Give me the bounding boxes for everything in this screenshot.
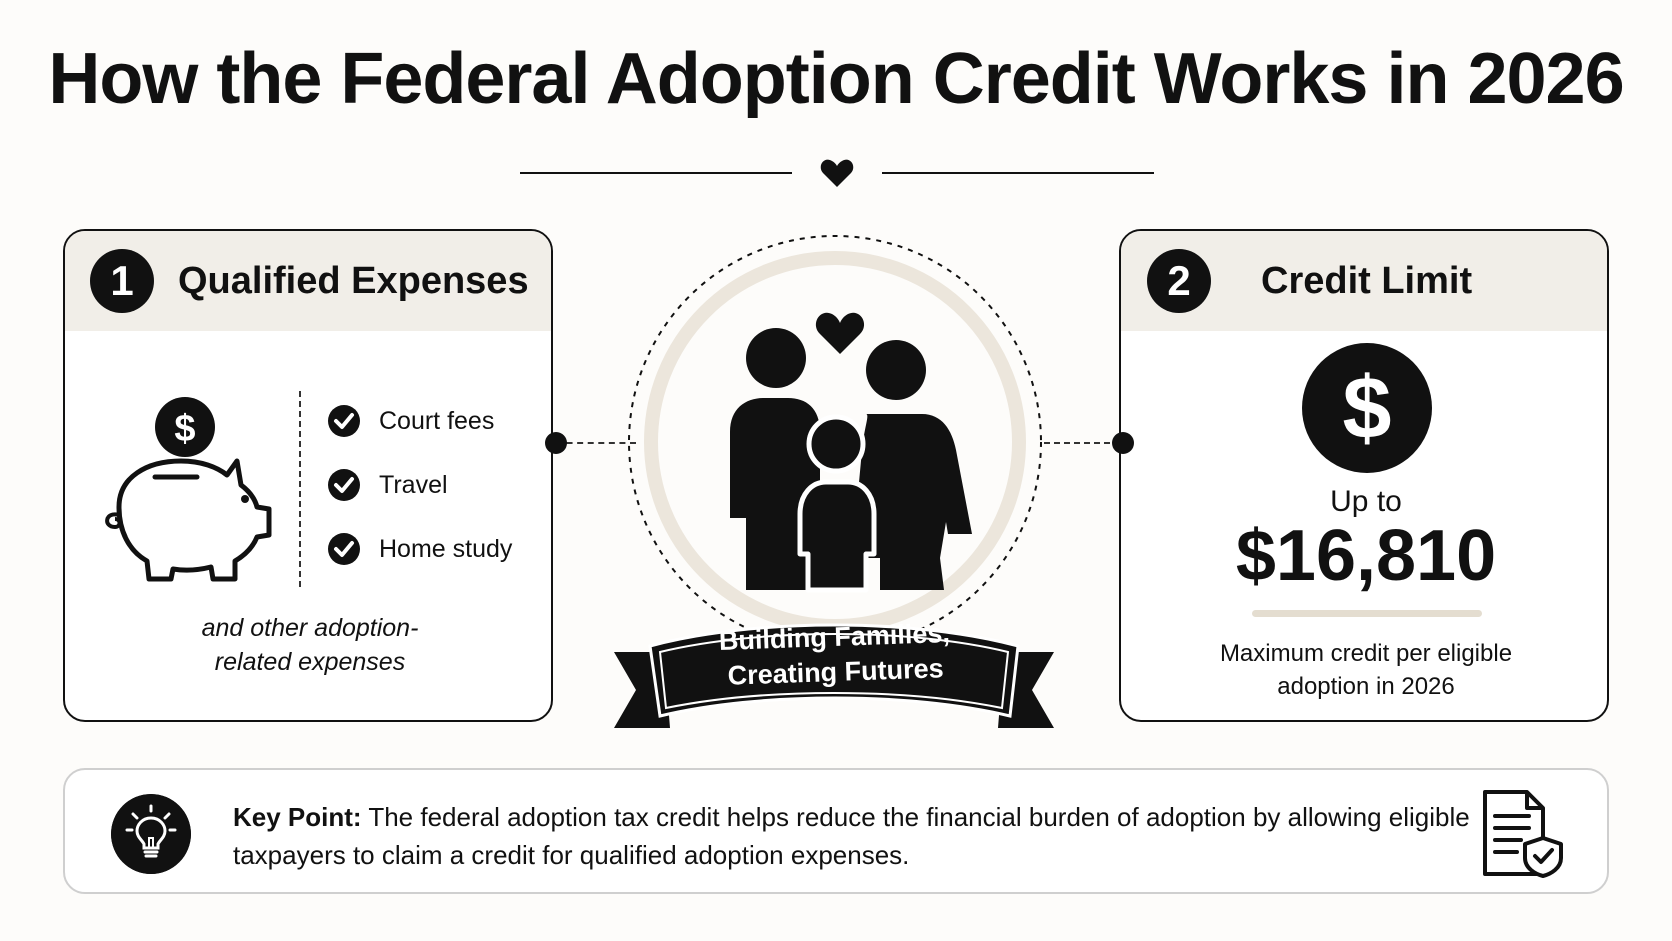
connector-dot-right <box>1112 432 1134 454</box>
note-line: adoption in 2026 <box>1277 673 1455 700</box>
step-number-badge: 2 <box>1147 249 1211 313</box>
note-line: related expenses <box>214 648 406 676</box>
credit-note: Maximum credit per eligible adoption in … <box>1121 637 1607 703</box>
note-line: and other adoption- <box>201 614 419 642</box>
list-item: Travel <box>327 453 512 517</box>
banner-text: Building Families, Creating Futures <box>699 615 971 694</box>
qualified-expenses-card: 1 Qualified Expenses $ Court fees Travel <box>63 229 553 722</box>
connector-dot-left <box>545 432 567 454</box>
banner-ribbon <box>614 623 1054 728</box>
check-icon <box>328 533 360 565</box>
dollar-icon: $ <box>1302 343 1432 473</box>
amount-underline <box>1252 610 1482 617</box>
check-icon <box>328 405 360 437</box>
heart-icon <box>820 159 854 187</box>
list-item-label: Court fees <box>379 406 495 435</box>
check-icon <box>328 469 360 501</box>
step-number-badge: 1 <box>90 249 154 313</box>
card-title: Credit Limit <box>1261 259 1473 302</box>
key-point-label: Key Point: <box>233 802 362 832</box>
coin-symbol: $ <box>174 408 195 450</box>
note-line: Maximum credit per eligible <box>1219 640 1513 667</box>
dashed-separator <box>299 391 301 587</box>
card-header: 2 Credit Limit <box>1121 231 1607 331</box>
title-divider-right <box>882 172 1154 174</box>
list-item: Home study <box>327 517 512 581</box>
card-header: 1 Qualified Expenses <box>65 231 551 331</box>
key-point-box: Key Point: The federal adoption tax cred… <box>63 768 1609 894</box>
list-item-label: Home study <box>379 534 513 563</box>
credit-amount: $16,810 <box>1235 516 1497 596</box>
other-expenses-note: and other adoption- related expenses <box>65 611 551 679</box>
list-item: Court fees <box>327 389 512 453</box>
card-title: Qualified Expenses <box>178 259 529 302</box>
right-connector <box>1044 442 1120 444</box>
credit-limit-card: 2 Credit Limit $ Up to $16,810 Maximum c… <box>1119 229 1609 722</box>
expense-list: Court fees Travel Home study <box>327 389 512 581</box>
left-connector <box>556 442 636 444</box>
list-item-label: Travel <box>379 470 448 499</box>
lightbulb-icon <box>111 794 191 874</box>
title-divider-left <box>520 172 792 174</box>
page-title: How the Federal Adoption Credit Works in… <box>48 39 1624 119</box>
document-shield-icon <box>1483 790 1563 878</box>
piggy-bank-icon: $ <box>105 397 272 582</box>
upto-label: Up to <box>1330 485 1402 518</box>
key-point-body: The federal adoption tax credit helps re… <box>233 802 1470 870</box>
key-point-text: Key Point: The federal adoption tax cred… <box>233 798 1483 874</box>
